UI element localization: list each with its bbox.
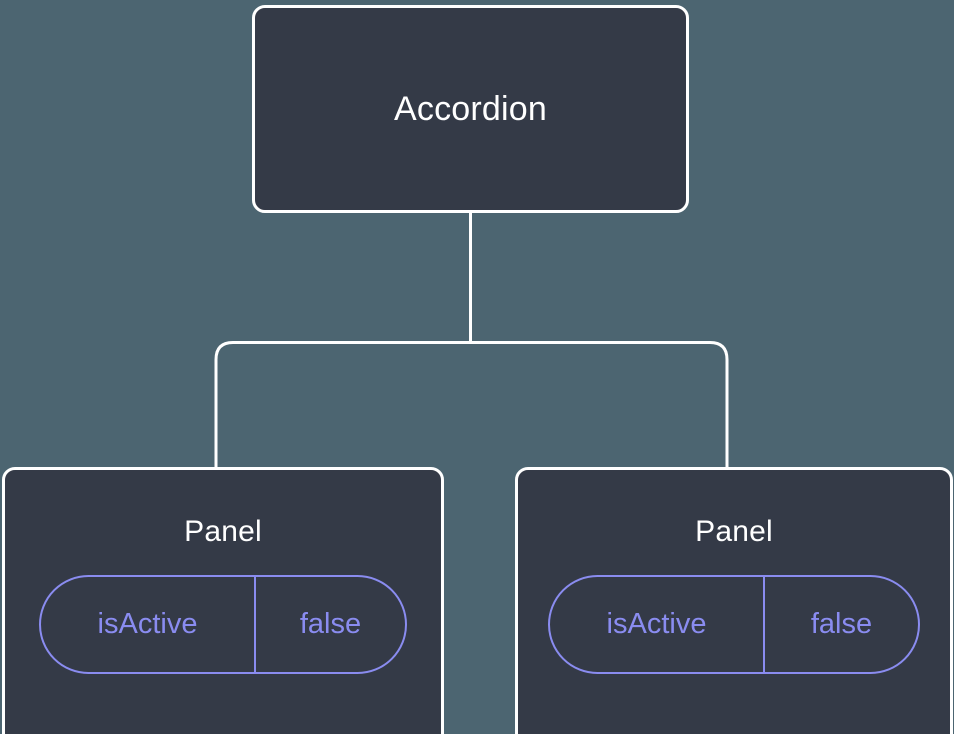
node-accordion[interactable]: Accordion	[252, 5, 689, 213]
node-panel-left-label: Panel	[184, 515, 262, 548]
edge-to-panel-right	[470, 341, 729, 469]
node-panel-right[interactable]: Panel isActive false	[515, 467, 953, 734]
prop-badge-right-key: isActive	[550, 577, 765, 672]
prop-badge-left-key: isActive	[41, 577, 256, 672]
node-accordion-label: Accordion	[394, 90, 547, 128]
prop-badge-right-value: false	[810, 608, 873, 640]
node-panel-left[interactable]: Panel isActive false	[2, 467, 444, 734]
prop-badge-left[interactable]: isActive false	[39, 575, 407, 674]
node-panel-right-label: Panel	[695, 515, 773, 548]
edge-to-panel-left	[214, 341, 471, 469]
prop-badge-right[interactable]: isActive false	[548, 575, 920, 674]
prop-badge-left-value: false	[299, 608, 362, 640]
